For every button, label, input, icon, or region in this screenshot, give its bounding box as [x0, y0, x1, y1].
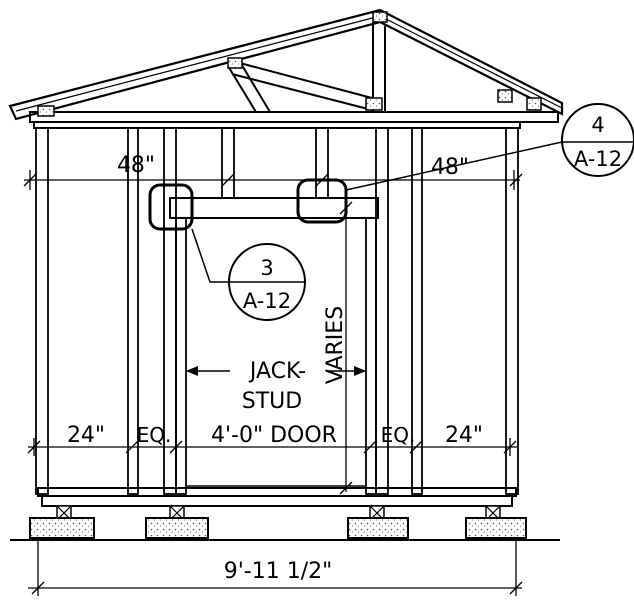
truss-block	[37, 105, 55, 117]
concrete-pier	[29, 517, 95, 539]
cripple-stud	[221, 127, 235, 199]
stud	[127, 127, 139, 495]
callout-left-sheet: A-12	[243, 289, 291, 313]
roof-assembly	[8, 8, 564, 123]
dim-48-right: 48"	[431, 155, 469, 180]
jack-stud-label-line2: STUD	[242, 389, 302, 414]
foundation	[10, 505, 560, 541]
detail-markers	[148, 141, 563, 283]
leader-left	[191, 228, 230, 283]
roof-outline	[8, 8, 564, 121]
jack-stud-label-line1: JACK-	[248, 359, 306, 384]
truss-block	[227, 57, 243, 69]
door-header	[169, 197, 379, 219]
wall-framing	[33, 121, 521, 507]
truss-block	[372, 11, 388, 23]
detail-marker-left	[148, 183, 194, 231]
stud	[411, 127, 423, 495]
jack-stud	[365, 217, 377, 495]
callout-right-number: 4	[591, 113, 604, 137]
dim-eq-left: EQ.	[137, 423, 172, 447]
ceiling-joist	[29, 111, 559, 123]
stud	[505, 127, 519, 495]
floor-frame	[41, 495, 513, 507]
truss-block	[526, 97, 542, 111]
truss-web	[235, 61, 373, 99]
jack-stud	[175, 217, 187, 495]
callout-bubble-left: 3 A-12	[228, 243, 306, 321]
concrete-pier	[465, 517, 527, 539]
dim-door-width: 4'-0" DOOR	[211, 423, 337, 448]
dim-24-right: 24"	[445, 423, 483, 448]
cripple-stud	[315, 127, 329, 199]
truss-block	[497, 89, 513, 103]
stud	[35, 127, 49, 495]
dim-24-left: 24"	[67, 423, 105, 448]
callout-left-number: 3	[260, 256, 273, 280]
callout-right-sheet: A-12	[574, 147, 622, 171]
callout-bubble-right: 4 A-12	[561, 103, 634, 177]
dim-eq-right: EQ.	[381, 423, 416, 447]
detail-marker-right	[296, 178, 348, 224]
bottom-plate	[37, 487, 517, 497]
top-plate	[33, 121, 521, 129]
dim-overall-width: 9'-11 1/2"	[224, 559, 333, 584]
truss-block	[365, 97, 383, 111]
leader-right	[345, 141, 563, 191]
jack-stud-leader	[186, 366, 366, 376]
concrete-pier	[145, 517, 209, 539]
dim-48-left: 48"	[117, 153, 155, 178]
concrete-pier	[347, 517, 409, 539]
dimension-lines	[23, 170, 523, 596]
dim-varies: VARIES	[323, 306, 348, 384]
